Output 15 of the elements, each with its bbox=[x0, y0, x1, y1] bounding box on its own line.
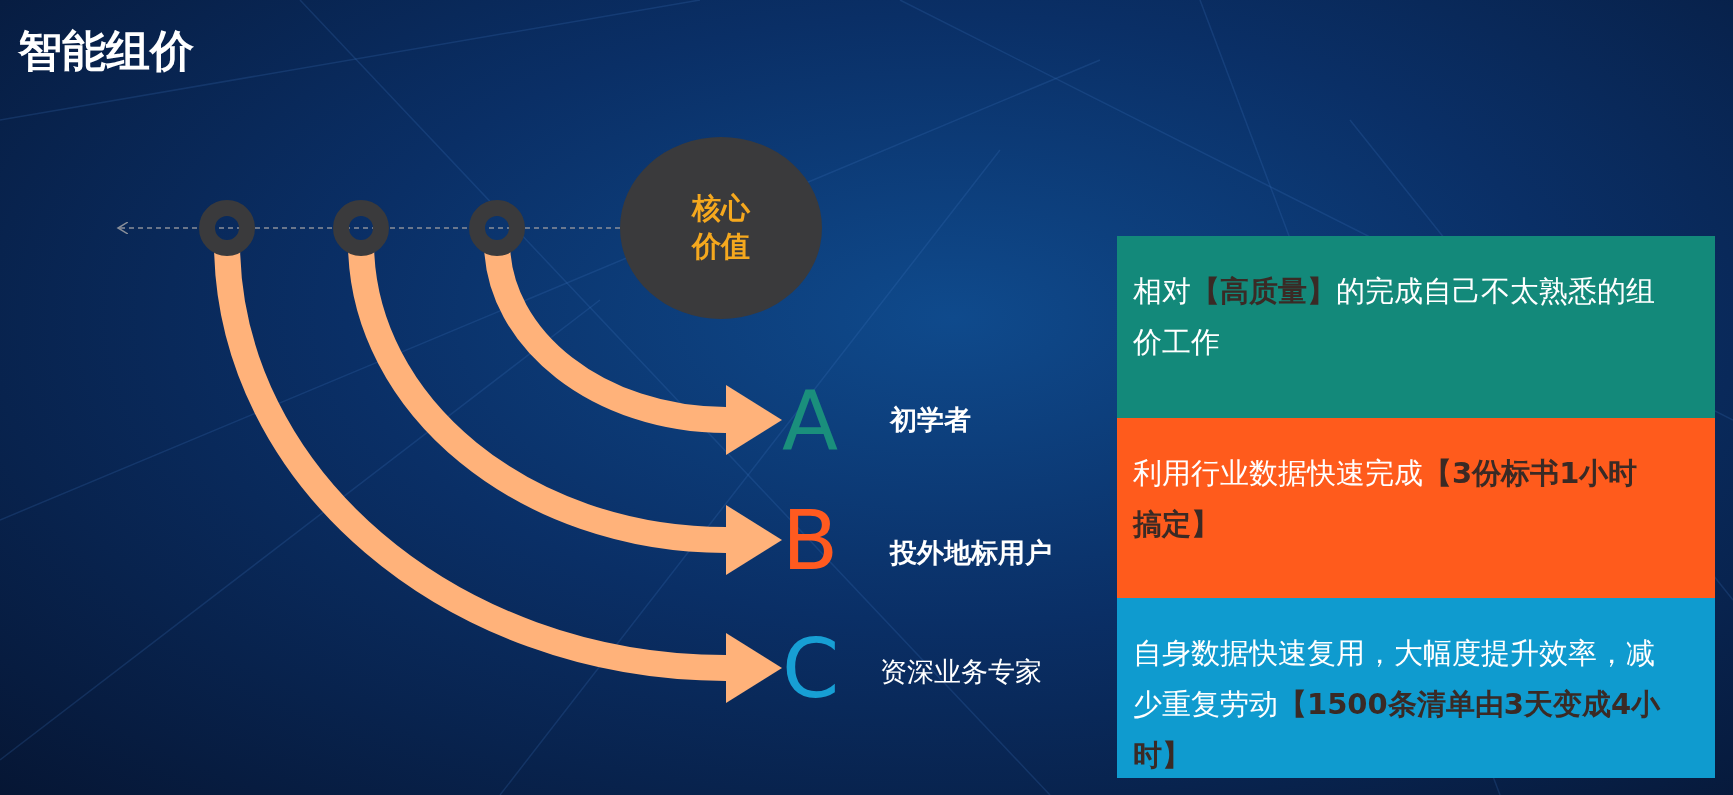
level-letter: C bbox=[782, 628, 840, 710]
description-panel bbox=[1117, 236, 1715, 418]
user-type-label: 初学者 bbox=[890, 403, 971, 437]
user-type-label: 资深业务专家 bbox=[880, 655, 1042, 689]
user-type-label: 投外地标用户 bbox=[890, 536, 1052, 570]
core-label: 核心价值 bbox=[692, 190, 750, 265]
slide-title: 智能组价 bbox=[18, 24, 194, 78]
level-letter: B bbox=[782, 500, 839, 582]
dashed-arrow bbox=[117, 221, 621, 235]
description-panel bbox=[1117, 598, 1715, 778]
description-panel bbox=[1117, 418, 1715, 598]
description-text: 自身数据快速复用，大幅度提升效率，减少重复劳动【1500条清单由3天变成4小时】 bbox=[1133, 635, 1662, 774]
description-text: 利用行业数据快速完成【3份标书1小时搞定】 bbox=[1133, 455, 1639, 543]
level-letter: A bbox=[782, 380, 839, 462]
description-text: 相对【高质量】的完成自己不太熟悉的组价工作 bbox=[1133, 273, 1656, 361]
